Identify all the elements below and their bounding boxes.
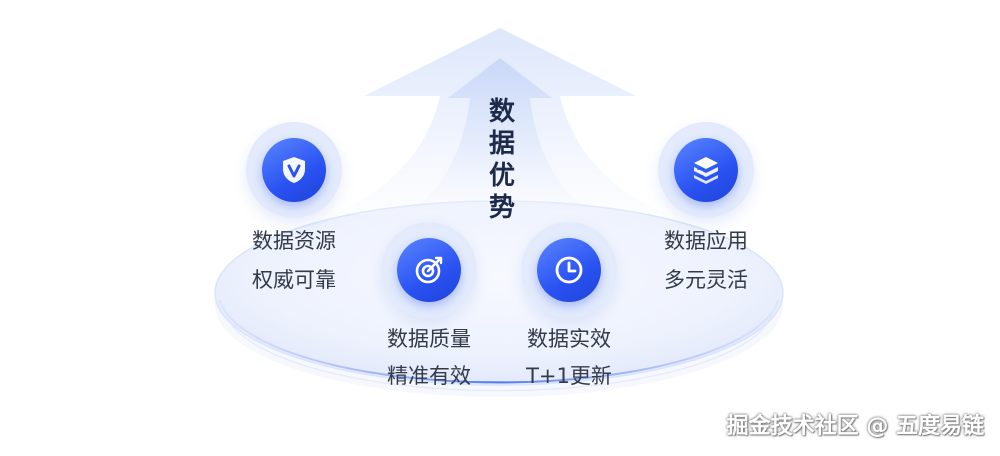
feature-timeliness-update: 数据实效 T+1更新 (501, 222, 637, 392)
feature-label-line2: 权威可靠 (252, 268, 336, 292)
title-char: 数 (488, 97, 515, 127)
feature-label-line1: 数据资源 (252, 229, 336, 253)
feature-application-flexibility: 数据应用 多元灵活 (638, 122, 774, 296)
feature-label-line2: T+1更新 (526, 364, 612, 388)
target-icon (415, 256, 443, 284)
title-char: 据 (488, 129, 515, 159)
feature-label-line2: 多元灵活 (664, 268, 748, 292)
feature-icon-badge (658, 122, 754, 218)
inner-arrow (410, 58, 590, 212)
feature-resource-authority: 数据资源 权威可靠 (226, 122, 362, 296)
shield-v-icon (283, 157, 305, 183)
platform-edge (219, 299, 779, 384)
feature-label-line1: 数据实效 (527, 327, 611, 351)
clock-icon (555, 256, 583, 284)
title-char: 优 (488, 161, 515, 191)
layers-box-icon (694, 157, 718, 184)
diagram-title: 数 据 优 势 (482, 96, 522, 224)
feature-label-line1: 数据应用 (664, 229, 748, 253)
feature-label-line2: 精准有效 (387, 364, 471, 388)
watermark: 掘金技术社区 @ 五度易链 (726, 414, 984, 439)
feature-quality-accuracy: 数据质量 精准有效 (361, 222, 497, 392)
feature-icon-badge (381, 222, 477, 318)
title-char: 势 (488, 193, 515, 223)
feature-label-line1: 数据质量 (387, 327, 471, 351)
feature-icon-badge (521, 222, 617, 318)
feature-icon-badge (246, 122, 342, 218)
